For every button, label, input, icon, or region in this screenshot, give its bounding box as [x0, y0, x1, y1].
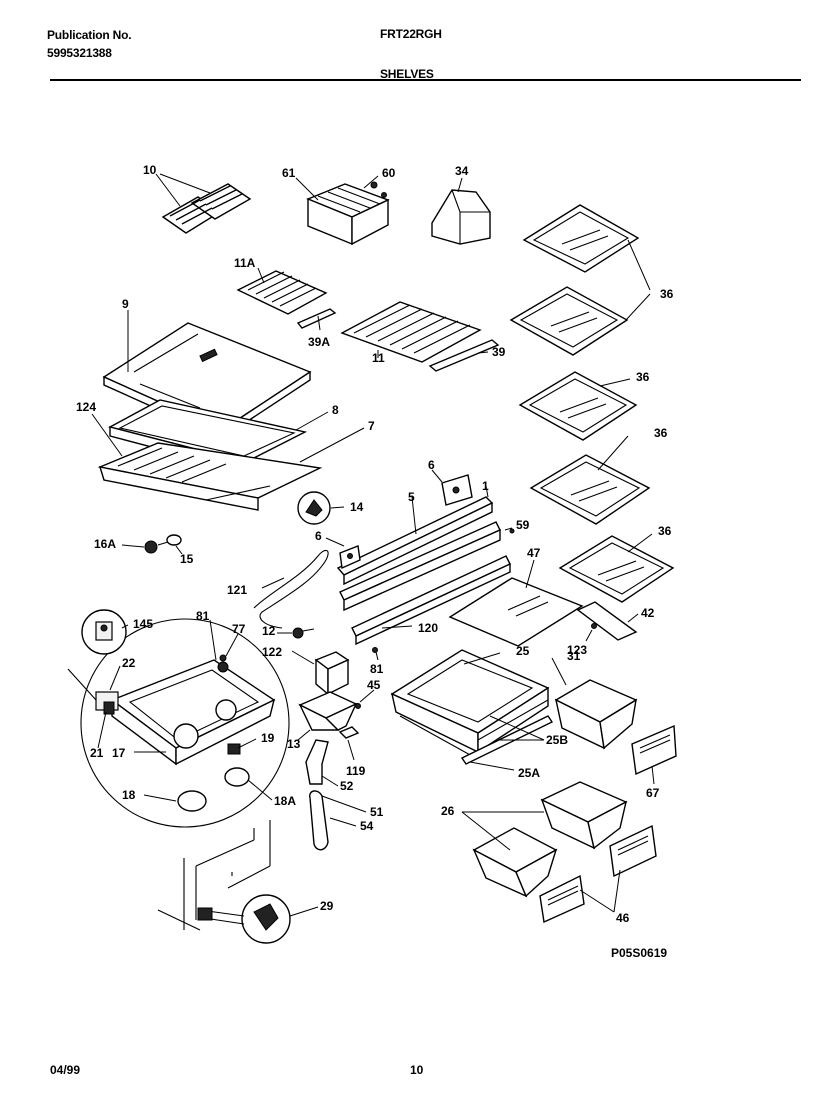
callout-17: 17 — [112, 746, 126, 760]
callout-10: 10 — [143, 163, 157, 177]
publication-label: Publication No. — [47, 28, 132, 42]
section-title: SHELVES — [380, 67, 434, 81]
callout-19: 19 — [261, 731, 275, 745]
callout-22: 22 — [122, 656, 136, 670]
callout-31: 31 — [567, 649, 581, 663]
callout-9: 9 — [122, 297, 129, 311]
callout-15: 15 — [180, 552, 194, 566]
callout-7: 7 — [368, 419, 375, 433]
callout-77: 77 — [232, 622, 246, 636]
callout-12: 12 — [262, 624, 276, 638]
page-number: 10 — [410, 1063, 424, 1077]
callout-18: 18 — [122, 788, 136, 802]
callout-6: 6 — [428, 458, 435, 472]
callout-52: 52 — [340, 779, 354, 793]
callout-39A: 39A — [308, 335, 330, 349]
part-31-pan — [554, 679, 638, 750]
publication-date: 04/99 — [50, 1063, 81, 1077]
part-10-ice-trays — [161, 183, 252, 234]
part-1-rail — [339, 521, 501, 612]
callout-54: 54 — [360, 819, 374, 833]
part-46-covers — [539, 824, 657, 924]
callout-42: 42 — [641, 606, 655, 620]
callout-119: 119 — [346, 764, 366, 778]
callout-36: 36 — [660, 287, 674, 301]
callout-29: 29 — [320, 899, 334, 913]
part-67-cover — [631, 724, 677, 776]
part-34-door-bin — [431, 189, 491, 245]
callout-67: 67 — [646, 786, 660, 800]
callout-81: 81 — [196, 609, 210, 623]
callout-51: 51 — [370, 805, 384, 819]
model-number: FRT22RGH — [380, 27, 442, 41]
callout-1: 1 — [482, 479, 489, 493]
detail-circle-control-housing — [67, 618, 290, 828]
callout-labels: 10 61 60 34 36 11A 9 39A 11 39 36 124 8 … — [76, 163, 674, 925]
callout-124: 124 — [76, 400, 96, 414]
callout-36: 36 — [654, 426, 668, 440]
callout-34: 34 — [455, 164, 469, 178]
callout-25B: 25B — [546, 733, 568, 747]
part-61-bin — [306, 181, 390, 246]
callout-59: 59 — [516, 518, 530, 532]
part-121-tube — [253, 549, 329, 629]
callout-13: 13 — [287, 737, 301, 751]
part-36-glass-shelves — [509, 204, 675, 603]
part-122-damper — [298, 651, 361, 739]
callout-39: 39 — [492, 345, 506, 359]
part-11A-wire-shelf — [236, 270, 337, 329]
callout-61: 61 — [282, 166, 296, 180]
part-11-wire-shelf — [340, 301, 500, 372]
part-25-drawer-assembly — [390, 649, 554, 765]
callout-8: 8 — [332, 403, 339, 417]
part-52-duct — [305, 739, 329, 851]
callout-26: 26 — [441, 804, 455, 818]
part-42-trim — [576, 601, 638, 641]
publication-number: 5995321388 — [47, 46, 112, 60]
callout-5: 5 — [408, 490, 415, 504]
part-145-detail — [81, 609, 127, 655]
callout-81: 81 — [370, 662, 384, 676]
callout-6: 6 — [315, 529, 322, 543]
callout-145: 145 — [133, 617, 153, 631]
callout-25A: 25A — [518, 766, 540, 780]
callout-14: 14 — [350, 500, 364, 514]
part-47-glass — [448, 577, 584, 647]
drawing-code: P05S0619 — [611, 946, 668, 960]
callout-36: 36 — [658, 524, 672, 538]
callout-16A: 16A — [94, 537, 116, 551]
part-26-pans — [472, 781, 628, 898]
callout-121: 121 — [227, 583, 247, 597]
callout-123: 123 — [567, 643, 587, 657]
part-29-cabinet-corner — [157, 820, 291, 944]
part-7-frame — [97, 442, 323, 511]
callout-120: 120 — [418, 621, 438, 635]
header-rule — [50, 79, 801, 81]
callout-11A: 11A — [234, 256, 256, 270]
callout-46: 46 — [616, 911, 630, 925]
callout-47: 47 — [527, 546, 541, 560]
callout-45: 45 — [367, 678, 381, 692]
part-120-rail — [351, 528, 515, 653]
callout-122: 122 — [262, 645, 282, 659]
callout-18A: 18A — [274, 794, 296, 808]
callout-36: 36 — [636, 370, 650, 384]
part-15-16A-knob — [144, 534, 182, 554]
part-14-detail — [297, 491, 331, 525]
part-5-rail — [336, 474, 494, 586]
callout-60: 60 — [382, 166, 396, 180]
part-12-clip — [292, 627, 315, 639]
callout-21: 21 — [90, 746, 104, 760]
callout-11: 11 — [372, 351, 385, 365]
leader-lines — [91, 173, 655, 917]
callout-25: 25 — [516, 644, 530, 658]
